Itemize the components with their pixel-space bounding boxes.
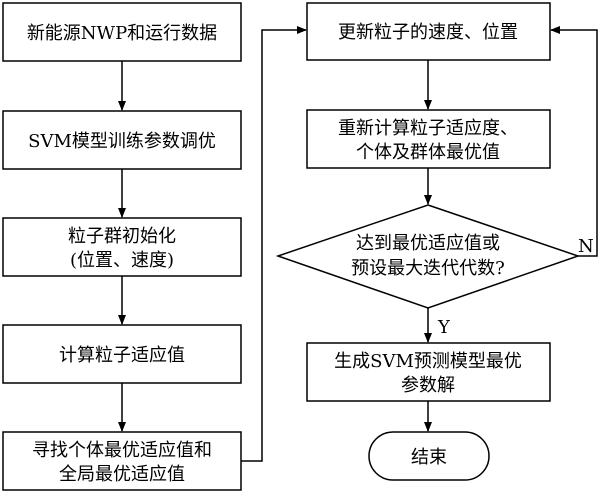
box-swarm-init-line2: (位置、速度) — [70, 250, 174, 271]
box-compute-fitness: 计算粒子适应值 — [2, 324, 242, 384]
box-svm-tuning: SVM模型训练参数调优 — [2, 110, 242, 170]
box-swarm-init-line1: 粒子群初始化 — [68, 226, 176, 247]
loop-no — [550, 26, 598, 257]
box-nwp-data: 新能源NWP和运行数据 — [2, 2, 242, 62]
terminal-end-label: 结束 — [411, 447, 447, 468]
box-nwp-data-line1: 新能源NWP和运行数据 — [27, 23, 217, 44]
box-recompute-fitness: 重新计算粒子适应度、 个体及群体最优值 — [306, 109, 551, 169]
box-svm-tuning-line1: SVM模型训练参数调优 — [28, 131, 216, 152]
box-generate-model-line2: 参数解 — [401, 375, 455, 396]
decision-termination: 达到最优适应值或 预设最大迭代代数? — [275, 204, 581, 309]
box-find-optimum-line1: 寻找个体最优适应值和 — [32, 440, 212, 461]
box-update-velocity: 更新粒子的速度、位置 — [306, 2, 551, 61]
box-update-velocity-line1: 更新粒子的速度、位置 — [338, 22, 518, 43]
decision-line1: 达到最优适应值或 — [356, 233, 500, 254]
terminal-end: 结束 — [368, 431, 490, 481]
box-find-optimum: 寻找个体最优适应值和 全局最优适应值 — [2, 431, 242, 491]
decision-line2: 预设最大迭代代数? — [351, 258, 505, 279]
edge-label-yes: Y — [437, 317, 451, 338]
box-generate-model-line1: 生成SVM预测模型最优 — [334, 351, 522, 372]
box-compute-fitness-line1: 计算粒子适应值 — [59, 345, 185, 366]
box-swarm-init: 粒子群初始化 (位置、速度) — [2, 217, 242, 277]
box-recompute-fitness-line1: 重新计算粒子适应度、 — [338, 118, 518, 139]
box-recompute-fitness-line2: 个体及群体最优值 — [356, 142, 500, 163]
connector-left-to-right — [241, 26, 307, 462]
edge-label-no: N — [578, 236, 594, 257]
box-generate-model: 生成SVM预测模型最优 参数解 — [306, 342, 551, 402]
box-find-optimum-line2: 全局最优适应值 — [59, 464, 185, 485]
